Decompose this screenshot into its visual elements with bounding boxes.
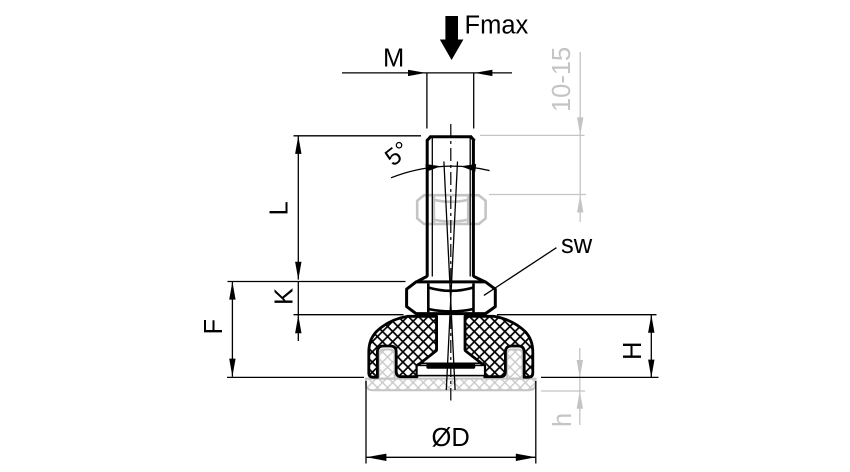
svg-text:L: L	[266, 201, 294, 215]
svg-text:K: K	[271, 288, 299, 305]
svg-text:M: M	[383, 45, 404, 73]
svg-text:sw: sw	[561, 231, 593, 259]
svg-text:10-15: 10-15	[548, 47, 576, 112]
svg-text:ØD: ØD	[432, 424, 470, 452]
svg-text:Fmax: Fmax	[465, 12, 529, 40]
svg-text:h: h	[549, 413, 577, 427]
svg-text:H: H	[619, 342, 647, 360]
svg-text:F: F	[200, 319, 228, 335]
